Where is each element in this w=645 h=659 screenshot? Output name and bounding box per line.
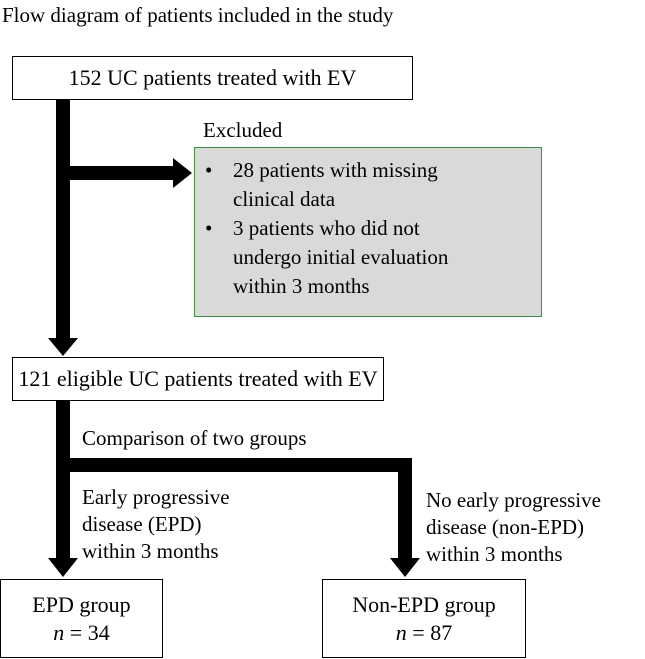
excluded-item-no-evaluation: • 3 patients who did not undergo initial… [195, 214, 541, 301]
arrow-to-eligible [48, 338, 78, 356]
excluded-item-line: 3 patients who did not [233, 216, 420, 240]
right-branch-line [398, 458, 412, 560]
diagram-title: Flow diagram of patients included in the… [2, 3, 394, 27]
excluded-box: • 28 patients with missing clinical data… [194, 147, 542, 317]
epd-group-box: EPD group n = 34 [0, 579, 163, 658]
non-epd-group-name: Non-EPD group [352, 591, 496, 617]
non-epd-criteria-label: No early progressive disease (non-EPD) w… [426, 487, 601, 568]
epd-criteria-line: disease (EPD) [82, 512, 202, 536]
n-symbol: n [395, 619, 407, 645]
epd-criteria-line: Early progressive [82, 485, 230, 509]
epd-criteria-line: within 3 months [82, 539, 219, 563]
non-epd-count-value: = 87 [406, 619, 453, 645]
epd-group-name: EPD group [32, 591, 131, 617]
non-epd-group-box: Non-EPD group n = 87 [322, 579, 526, 658]
bullet-icon: • [205, 158, 213, 182]
excluded-item-line: within 3 months [233, 274, 370, 298]
arrow-to-epd [48, 558, 78, 577]
excluded-branch-line [63, 166, 175, 180]
eligible-patients-box: 121 eligible UC patients treated with EV [12, 357, 384, 401]
bullet-icon: • [205, 216, 213, 240]
epd-criteria-label: Early progressive disease (EPD) within 3… [82, 484, 230, 565]
non-epd-group-count: n = 87 [396, 619, 452, 647]
excluded-item-line: undergo initial evaluation [233, 245, 449, 269]
epd-count-value: = 34 [64, 619, 110, 645]
excluded-heading: Excluded [203, 118, 283, 142]
excluded-item-line: clinical data [233, 187, 336, 211]
excluded-item-missing-data: • 28 patients with missing clinical data [195, 156, 541, 214]
epd-group-count: n = 34 [53, 619, 109, 647]
eligible-patients-text: 121 eligible UC patients treated with EV [18, 366, 378, 391]
excluded-item-line: 28 patients with missing [233, 158, 438, 182]
non-epd-criteria-line: disease (non-EPD) [426, 515, 585, 539]
split-line [63, 458, 412, 472]
trunk-line-bottom [56, 400, 70, 560]
non-epd-criteria-line: No early progressive [426, 488, 601, 512]
total-patients-box: 152 UC patients treated with EV [12, 56, 413, 100]
total-patients-text: 152 UC patients treated with EV [68, 65, 357, 90]
trunk-line-top [56, 100, 70, 340]
non-epd-criteria-line: within 3 months [426, 542, 563, 566]
arrow-to-excluded [173, 158, 192, 188]
comparison-label: Comparison of two groups [82, 426, 307, 450]
n-symbol: n [53, 619, 65, 645]
arrow-to-non-epd [390, 558, 420, 577]
excluded-list: • 28 patients with missing clinical data… [195, 156, 541, 301]
